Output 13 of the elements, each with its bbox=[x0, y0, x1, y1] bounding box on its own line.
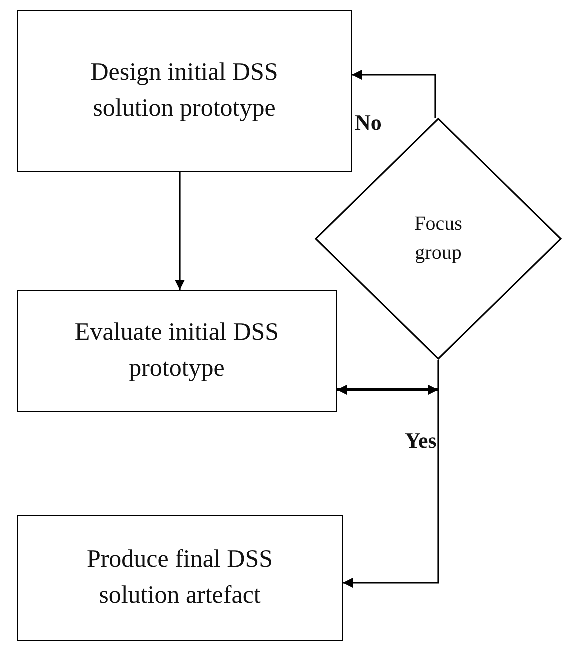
arrow bbox=[175, 172, 185, 290]
process-box bbox=[17, 515, 343, 641]
node-label: Focus group bbox=[414, 212, 464, 266]
process-box bbox=[17, 10, 352, 172]
edge-label: No bbox=[355, 110, 382, 136]
node-label: Produce final DSS solution artefact bbox=[86, 544, 274, 611]
arrow bbox=[352, 70, 436, 118]
node-label: Evaluate initial DSS prototype bbox=[74, 318, 280, 384]
arrow bbox=[337, 385, 438, 395]
process-box bbox=[17, 290, 337, 412]
edge-label: Yes bbox=[405, 428, 437, 454]
node-label: Design initial DSS solution prototype bbox=[90, 58, 280, 124]
arrow bbox=[343, 360, 440, 588]
